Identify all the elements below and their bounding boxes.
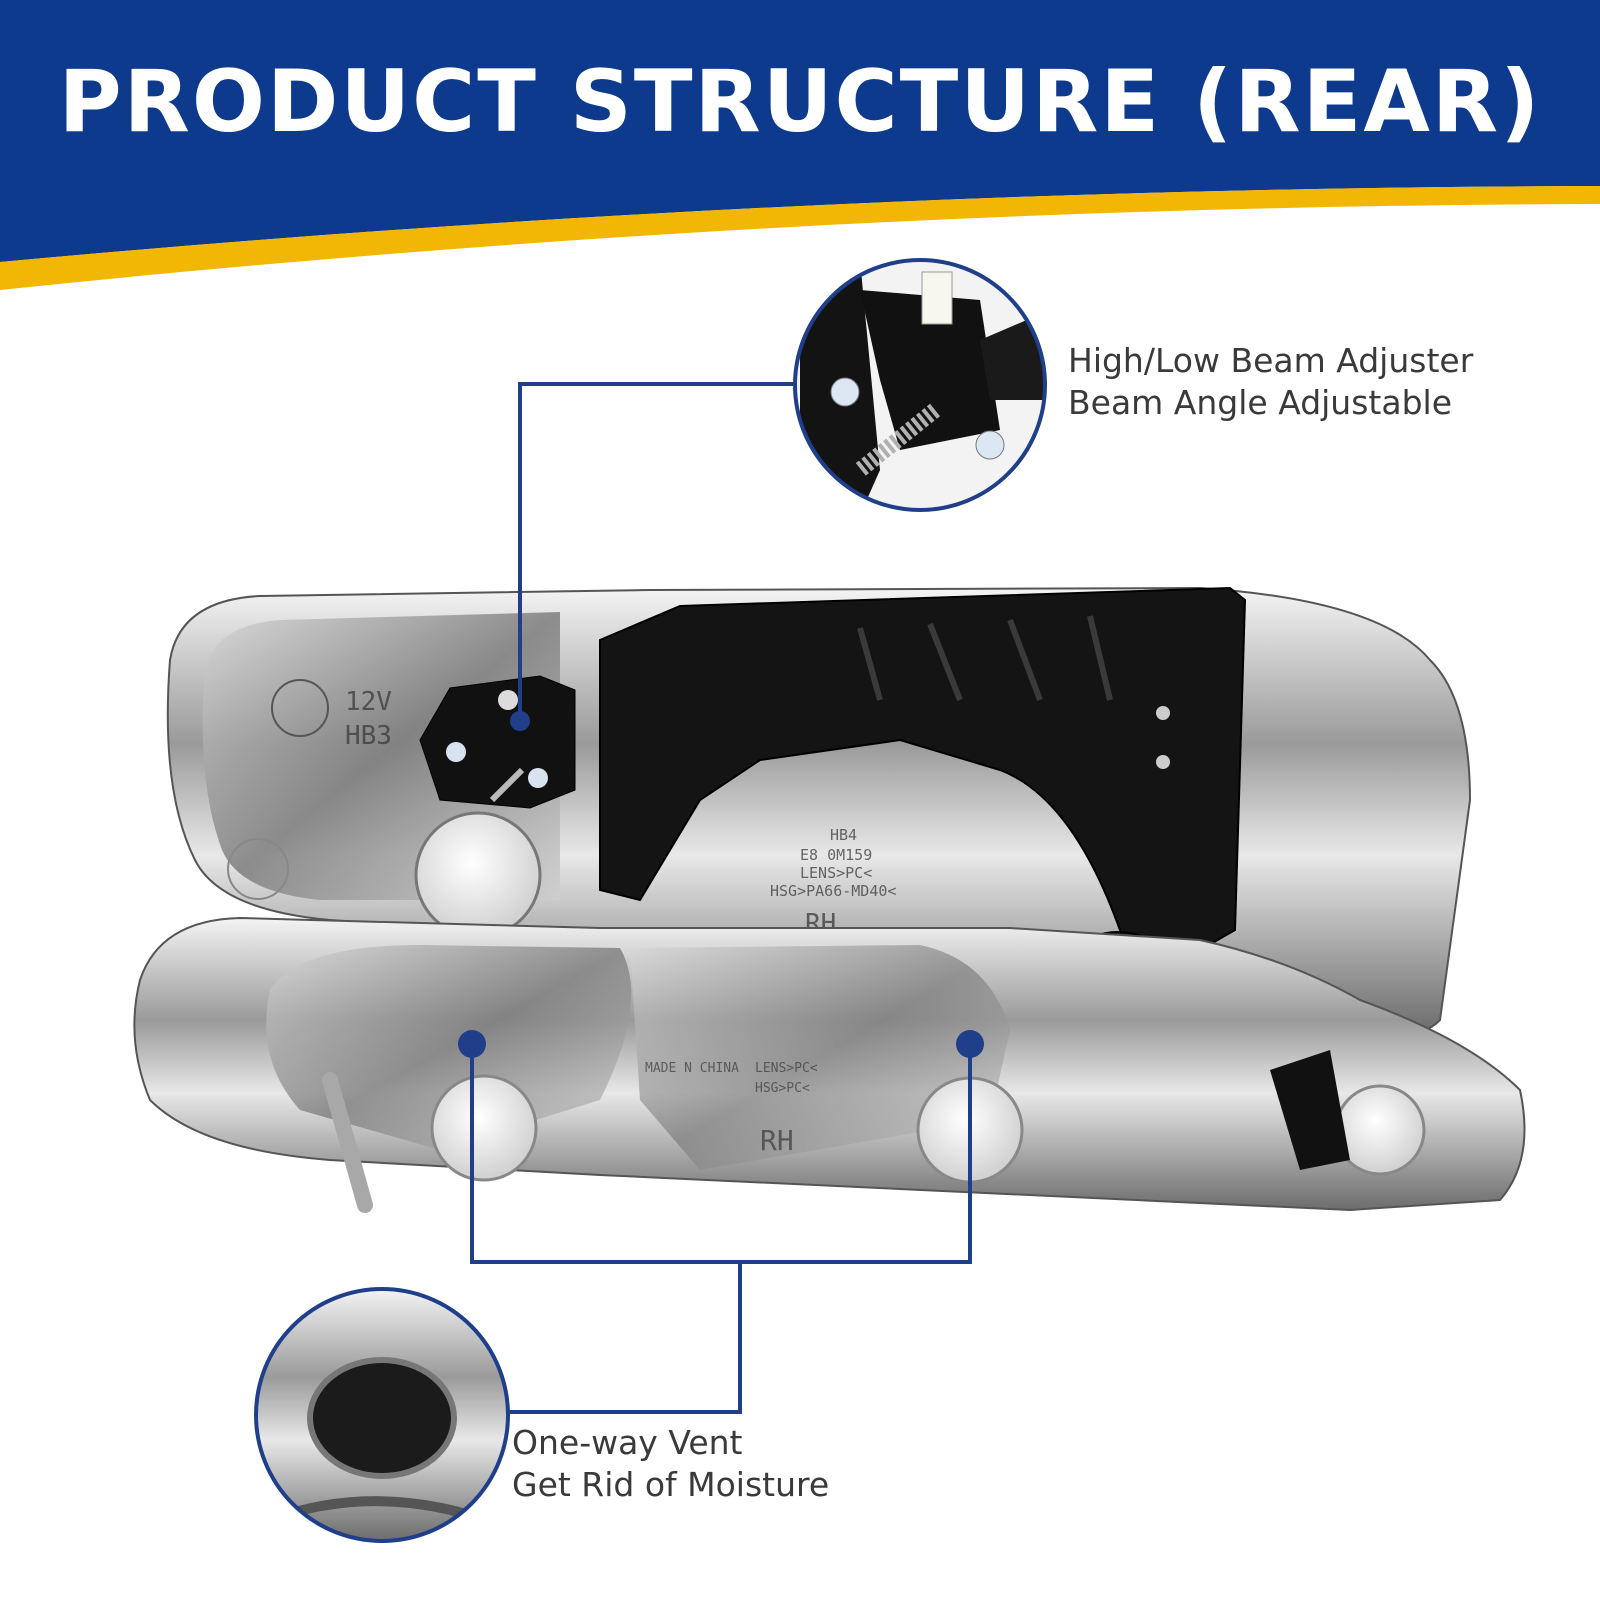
header-banner: PRODUCT STRUCTURE (REAR) xyxy=(0,0,1600,300)
beam-adjuster-subtitle: Beam Angle Adjustable xyxy=(1068,383,1452,422)
vent-marker-dot-right xyxy=(956,1030,984,1058)
vent-caption: One-way Vent Get Rid of Moisture xyxy=(512,1422,829,1506)
banner-graphic xyxy=(0,0,1600,290)
beam-adjuster-title: High/Low Beam Adjuster xyxy=(1068,341,1474,380)
beam-adjuster-caption: High/Low Beam Adjuster Beam Angle Adjust… xyxy=(1068,340,1473,424)
lower-headlight-housing xyxy=(133,916,1526,1213)
marking-e8: E8 0M159 xyxy=(800,846,872,864)
marking-lens-upper: LENS>PC< xyxy=(800,864,872,882)
vent-bracket-line xyxy=(470,1044,972,1264)
marking-hb3: HB3 xyxy=(345,721,392,751)
marking-hsg-upper: HSG>PA66-MD40< xyxy=(770,882,896,900)
page-title: PRODUCT STRUCTURE (REAR) xyxy=(58,52,1542,152)
callout-lines xyxy=(460,382,972,1414)
marking-12v: 12V xyxy=(345,687,392,717)
vent-marker-dot-left xyxy=(458,1030,486,1058)
adjuster-callout-line xyxy=(518,382,795,716)
beam-adjuster-zoom-icon xyxy=(793,258,1047,512)
vent-zoom-icon xyxy=(254,1287,510,1543)
marking-hb4: HB4 xyxy=(830,826,857,844)
marking-lens-lower: LENS>PC< xyxy=(755,1061,818,1076)
upper-headlight-housing xyxy=(166,586,1472,1069)
adjuster-marker-dot xyxy=(510,711,530,731)
marking-rh-lower: RH xyxy=(760,1124,794,1157)
vent-subtitle: Get Rid of Moisture xyxy=(512,1465,830,1504)
vent-callout-line xyxy=(460,1262,742,1414)
marking-hsg-lower: HSG>PC< xyxy=(755,1081,810,1096)
lower-embossed-text: MADE N CHINA LENS>PC< HSG>PC< RH xyxy=(645,1061,818,1157)
marking-made-in: MADE N CHINA xyxy=(645,1061,739,1076)
vent-title: One-way Vent xyxy=(512,1423,743,1462)
